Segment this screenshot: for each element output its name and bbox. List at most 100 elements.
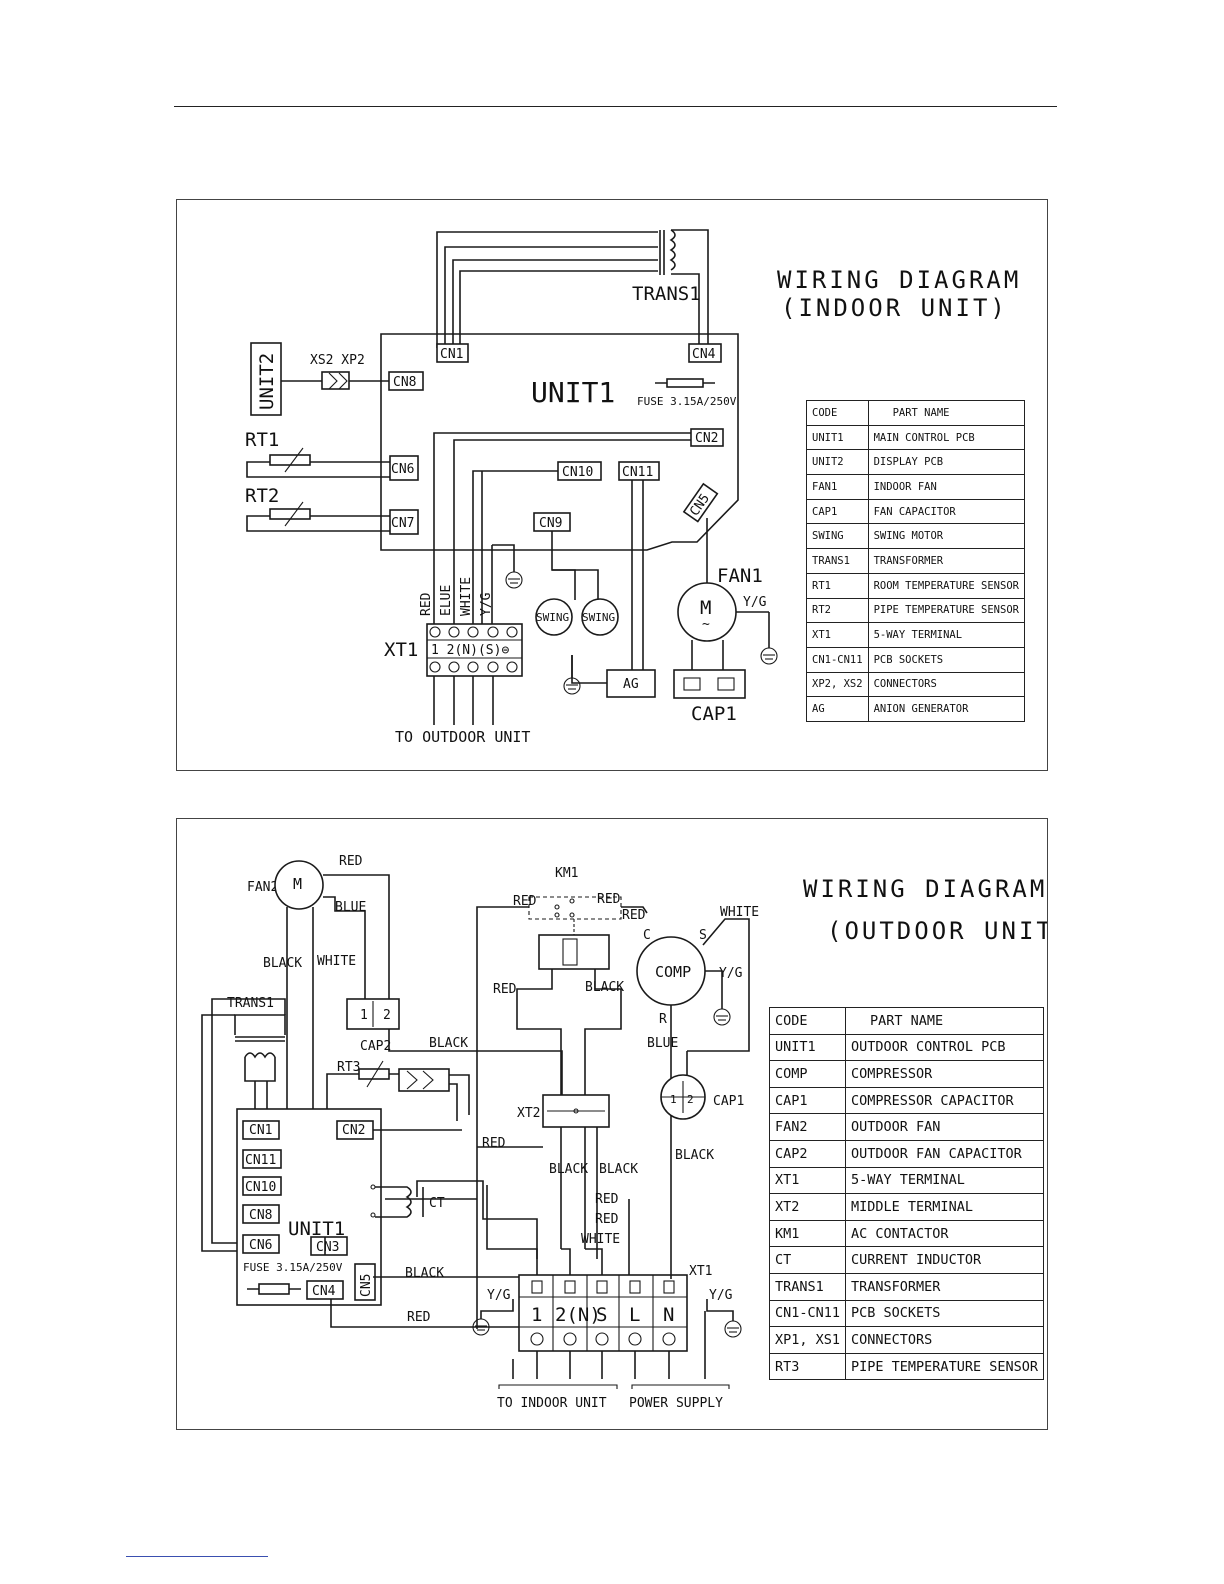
part-name-cell: SWING MOTOR [867,523,1025,550]
cn4-socket [306,1280,344,1300]
code-cell: RT1 [806,572,869,599]
outdoor-diagram: WIRING DIAGRAM (OUTDOOR UNIT) FAN2 M RED… [201,854,1047,1411]
ag-label: AG [623,677,639,692]
xt1-terminal-s: S [596,1304,607,1326]
swing-motor-2 [581,598,619,636]
cap1-black-label: BLACK [675,1148,714,1163]
cn10-label: CN10 [562,465,593,480]
swing-label-2: SWING [582,611,615,624]
ground-icon [563,677,581,695]
rt3-sensor-icon [358,1068,390,1080]
xt2-black-label-left: BLACK [549,1162,588,1177]
code-cell: SWING [806,523,869,550]
comp-white-label: WHITE [720,905,759,920]
code-cell: FAN2 [768,1113,847,1141]
cn11-label: CN11 [245,1153,276,1168]
comp-yg-label: Y/G [719,966,743,981]
cn1-label: CN1 [249,1123,272,1138]
part-name-cell: AC CONTACTOR [845,1219,1044,1248]
fan2-white-label: WHITE [317,954,356,969]
wire-yg-label: Y/G [479,592,494,616]
cap2-pin2: 2 [383,1008,391,1023]
cn2-socket [690,428,724,447]
xt1-terminal-block [518,1274,688,1352]
cn1-socket [242,1120,280,1140]
unit1-label: UNIT1 [531,376,615,409]
fan2-blue-label: BLUE [335,900,366,915]
code-cell: CODE [768,1007,847,1035]
fan2-label: FAN2 [247,880,278,895]
cn11-socket [242,1149,282,1169]
code-cell: UNIT1 [768,1033,847,1062]
code-cell: RT2 [806,597,869,624]
code-cell: CAP1 [768,1086,847,1115]
km1-coil-black-label: BLACK [585,980,624,995]
xt1-label: XT1 [384,639,418,661]
cn11-socket [618,461,660,481]
km1-red-label-left: RED [513,894,537,909]
cn8-socket [242,1204,280,1224]
rt2-sensor-icon [269,508,311,520]
outdoor-title-line2: (OUTDOOR UNIT) [827,917,1047,945]
xt2-black-label-right: BLACK [599,1162,638,1177]
ground-icon [713,1008,731,1026]
cn5-socket [354,1263,376,1301]
tilde-icon: ~ [702,617,710,632]
fuse-icon [247,1283,301,1295]
part-name-cell: PART NAME [845,1007,1044,1035]
ground-icon [760,647,778,665]
cn2-label: CN2 [695,431,718,446]
comp-s-label: S [699,928,707,943]
part-name-cell: COMPRESSOR CAPACITOR [845,1086,1044,1115]
part-name-cell: FAN CAPACITOR [867,498,1025,525]
trans1-label: TRANS1 [632,283,701,305]
fuse-icon [655,378,715,388]
part-name-cell: PART NAME [867,400,1025,426]
xt1-label: XT1 [689,1264,712,1279]
code-cell: TRANS1 [768,1272,847,1301]
part-name-cell: COMPRESSOR [845,1060,1044,1088]
part-name-cell: TRANSFORMER [845,1272,1044,1301]
ground-icon [472,1318,490,1336]
xt1-terminal-n: N [663,1304,674,1326]
xt1-terminal-2n: 2(N) [555,1304,601,1326]
part-name-cell: 5-WAY TERMINAL [845,1166,1044,1195]
xt2-label: XT2 [517,1106,540,1121]
indoor-title-line1: WIRING DIAGRAM [777,266,1021,294]
footer-link-underline [126,1556,268,1557]
xt1-terminal-1: 1 [531,1304,542,1326]
part-name-cell: 5-WAY TERMINAL [867,622,1025,648]
comp-r-label: R [659,1012,667,1027]
cap2-pin1: 1 [360,1008,368,1023]
part-name-cell: MIDDLE TERMINAL [845,1193,1044,1221]
cn7-socket [389,509,419,535]
cn9-label: CN9 [539,516,562,531]
unit1-label: UNIT1 [288,1218,345,1240]
rt3-connector-icon [398,1068,450,1092]
comp-blue-label: BLUE [647,1036,678,1051]
code-cell: XP1, XS1 [768,1326,847,1354]
part-name-cell: ANION GENERATOR [867,696,1025,722]
indoor-diagram: WIRING DIAGRAM (INDOOR UNIT) TRANS1 UNIT… [245,229,1021,746]
unit2-label: UNIT2 [256,353,278,410]
unit1-board [380,333,739,551]
km1-contactor [528,896,622,970]
xt1-red-label-1: RED [595,1192,619,1207]
